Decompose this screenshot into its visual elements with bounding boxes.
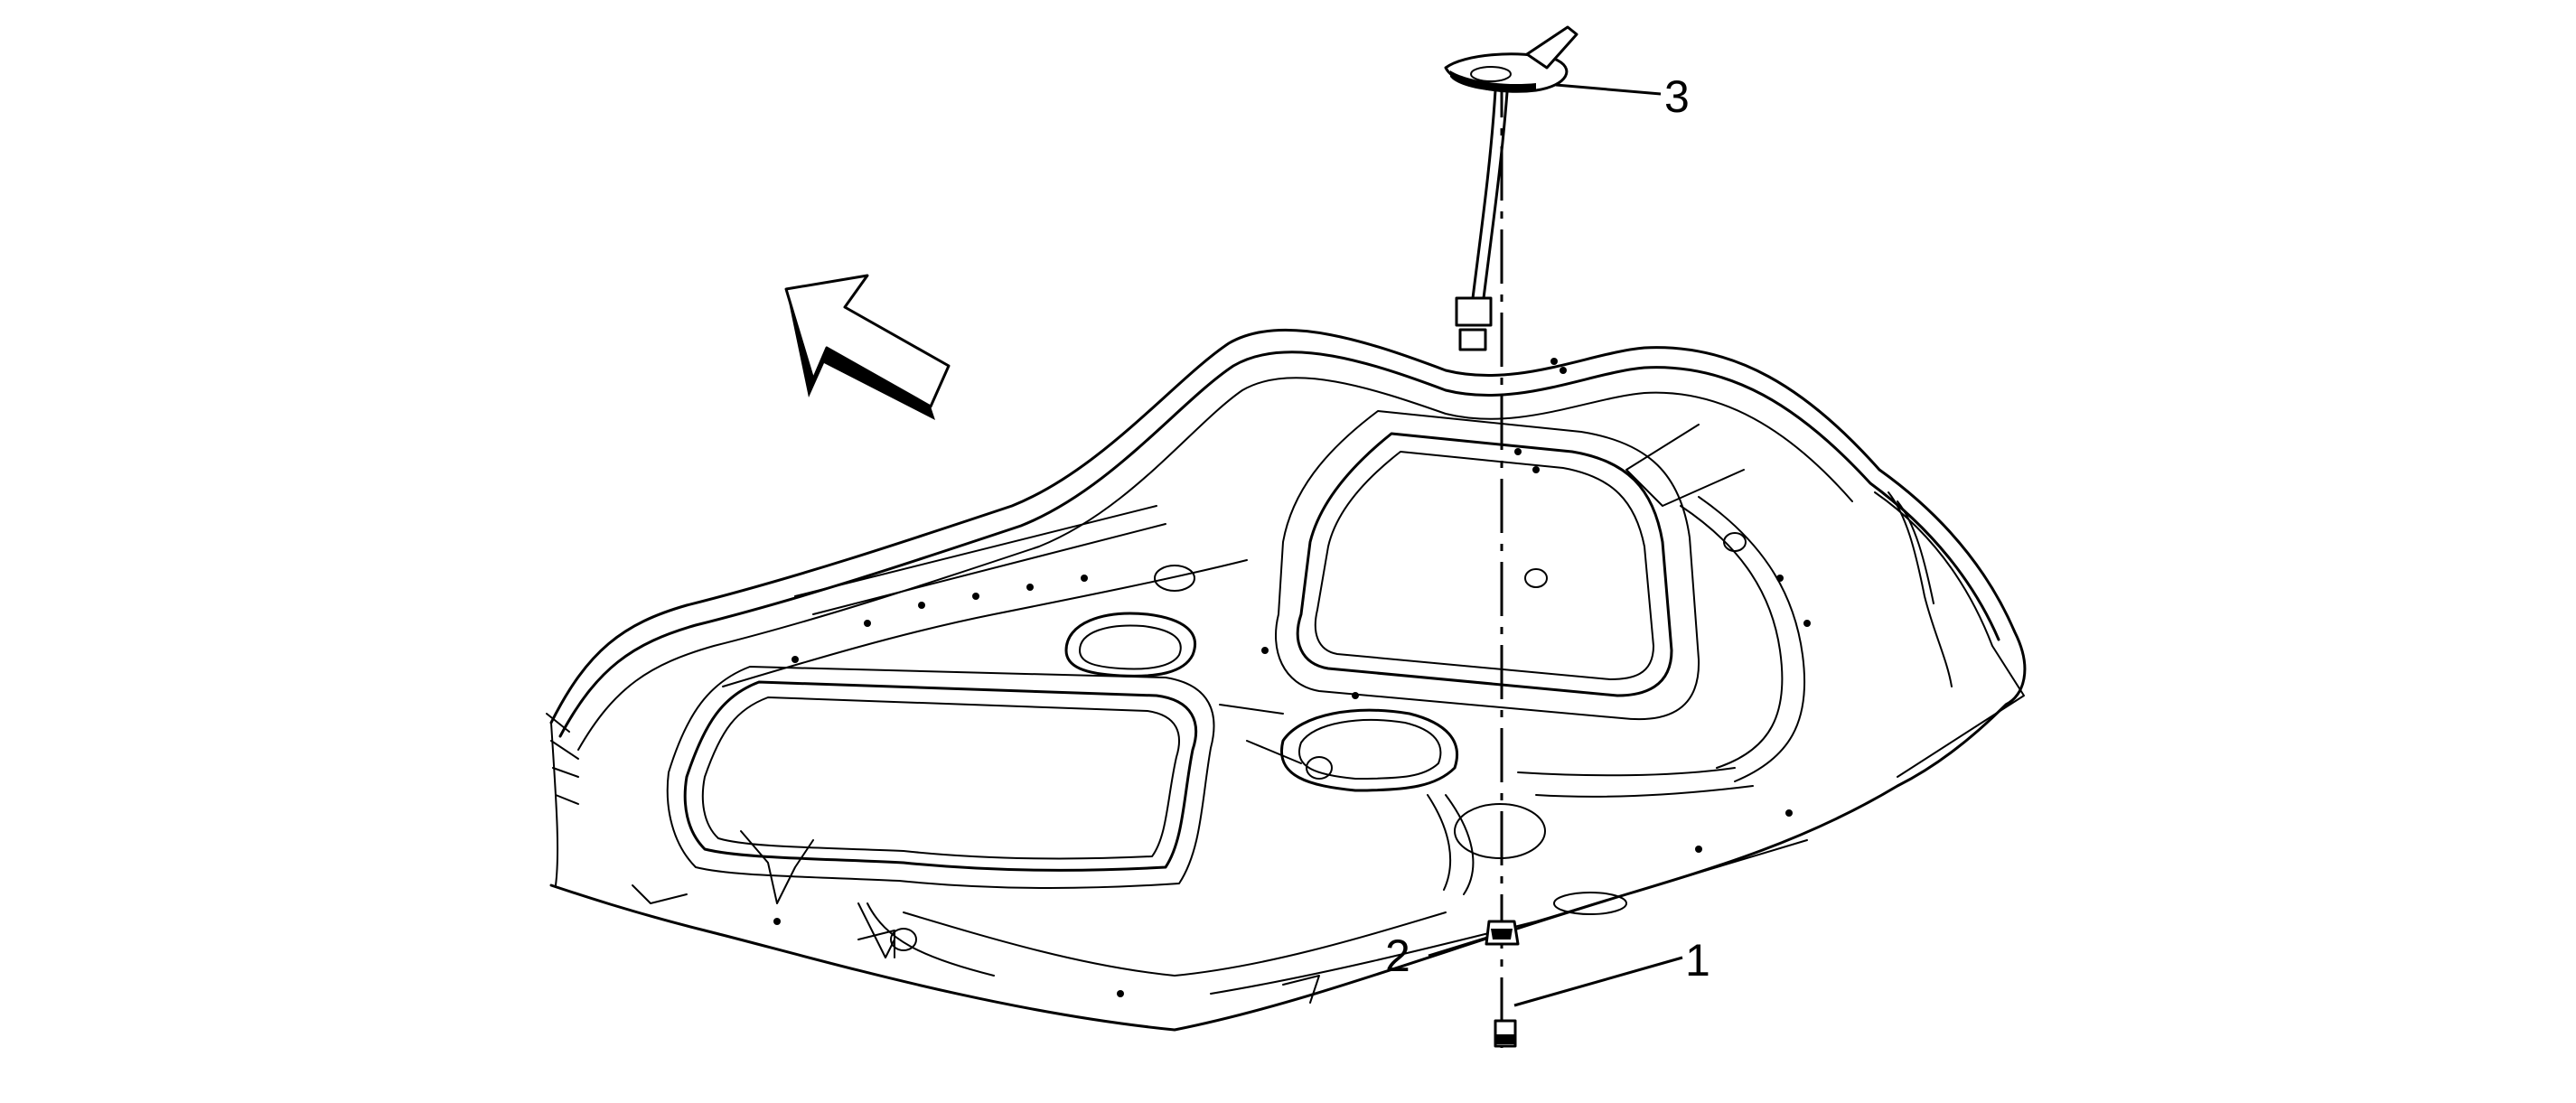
callout-leaders xyxy=(1428,83,1683,1007)
callout-2: 2 xyxy=(1385,930,1410,981)
roof-panel xyxy=(546,328,2027,1032)
antenna-assembly xyxy=(1444,25,1578,1048)
forward-arrow-icon xyxy=(784,274,951,420)
callout-1: 1 xyxy=(1685,935,1710,986)
callout-3: 3 xyxy=(1664,71,1690,122)
